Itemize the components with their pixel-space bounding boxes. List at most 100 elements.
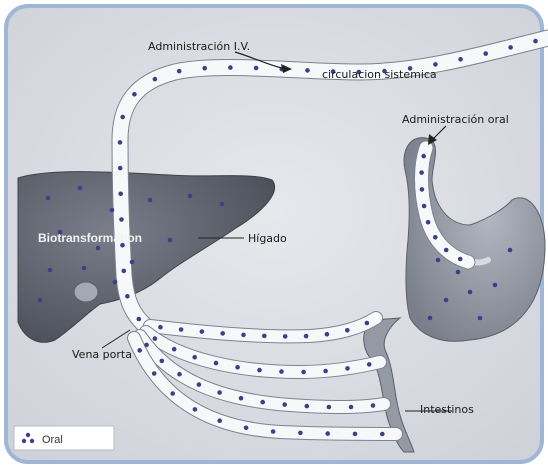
drug-particle (533, 39, 538, 44)
drug-particle (422, 204, 427, 209)
drug-particle (478, 316, 483, 321)
drug-particle (282, 402, 287, 407)
drug-particle (325, 332, 330, 337)
drug-particle (260, 400, 265, 405)
drug-particle (444, 298, 449, 303)
drug-particle (118, 192, 123, 197)
drug-particle (152, 371, 157, 376)
drug-particle (110, 208, 115, 213)
intestines-label: Intestinos (420, 403, 474, 416)
drug-particle (420, 187, 425, 192)
drug-particle (177, 69, 182, 74)
drug-particle (380, 432, 385, 437)
liver-label: Hígado (248, 232, 287, 245)
drug-particle (493, 283, 498, 288)
drug-particle (271, 429, 276, 434)
legend-box (14, 426, 114, 450)
drug-particle (241, 333, 246, 338)
systemic-label: circulacion sistemica (322, 68, 437, 81)
drug-particle (483, 51, 488, 56)
drug-particle (444, 248, 449, 253)
legend-label: Oral (42, 434, 63, 446)
drug-particle (323, 369, 328, 374)
drug-particle (262, 334, 267, 339)
drug-particle (325, 431, 330, 436)
drug-particle (120, 115, 125, 120)
drug-particle (345, 328, 350, 333)
drug-particle (217, 418, 222, 423)
gallbladder (74, 282, 98, 302)
drug-particle (220, 202, 225, 207)
drug-particle (421, 154, 426, 159)
drug-particle (254, 66, 259, 71)
drug-particle (119, 217, 124, 222)
iv-label: Administración I.V. (148, 40, 250, 53)
drug-particle (172, 347, 177, 352)
drug-particle (353, 432, 358, 437)
drug-particle (228, 65, 233, 70)
drug-particle (508, 45, 513, 50)
drug-particle (202, 66, 207, 71)
drug-particle (48, 268, 53, 273)
drug-particle (153, 336, 158, 341)
drug-particle (153, 77, 158, 82)
drug-particle (192, 355, 197, 360)
drug-particle (137, 348, 142, 353)
drug-particle (78, 186, 83, 191)
biotransformation-label: Biotransformation (38, 231, 142, 245)
drug-particle (371, 403, 376, 408)
drug-particle (304, 334, 309, 339)
drug-particle (235, 365, 240, 370)
drug-particle (38, 298, 43, 303)
drug-particle (283, 334, 288, 339)
drug-particle (158, 325, 163, 330)
drug-particle (118, 140, 123, 145)
drug-particle (125, 294, 130, 299)
drug-particle (257, 368, 262, 373)
drug-particle (305, 404, 310, 409)
drug-particle (177, 372, 182, 377)
drug-particle (46, 196, 51, 201)
drug-particle (130, 260, 135, 265)
drug-particle (144, 343, 149, 348)
drug-particle (214, 361, 219, 366)
drug-particle (345, 366, 350, 371)
drug-particle (301, 370, 306, 375)
portal-vein-label: Vena porta (72, 348, 132, 361)
drug-particle (458, 57, 463, 62)
drug-particle (468, 290, 473, 295)
drug-particle (132, 92, 137, 97)
drug-particle (220, 331, 225, 336)
drug-particle (122, 269, 127, 274)
drug-particle (244, 426, 249, 431)
drug-particle (298, 431, 303, 436)
drug-particle (426, 220, 431, 225)
drug-particle (137, 317, 142, 322)
drug-particle (279, 369, 284, 374)
drug-particle (96, 246, 101, 251)
drug-particle (113, 280, 118, 285)
drug-particle (365, 321, 370, 326)
drug-particle (458, 257, 463, 262)
oral-admin-label: Administración oral (402, 113, 509, 126)
drug-particle (305, 68, 310, 73)
drug-particle (433, 235, 438, 240)
drug-particle (168, 238, 173, 243)
drug-particle (327, 405, 332, 410)
drug-particle (239, 396, 244, 401)
drug-particle (179, 327, 184, 332)
drug-particle (217, 390, 222, 395)
drug-particle (148, 198, 153, 203)
drug-particle (367, 362, 372, 367)
drug-particle (419, 170, 424, 175)
drug-particle (197, 382, 202, 387)
legend: Oral (14, 426, 114, 450)
drug-particle (456, 270, 461, 275)
drug-particle (433, 62, 438, 67)
drug-particle (193, 407, 198, 412)
drug-particle (508, 248, 513, 253)
drug-particle (170, 391, 175, 396)
drug-particle (188, 194, 193, 199)
